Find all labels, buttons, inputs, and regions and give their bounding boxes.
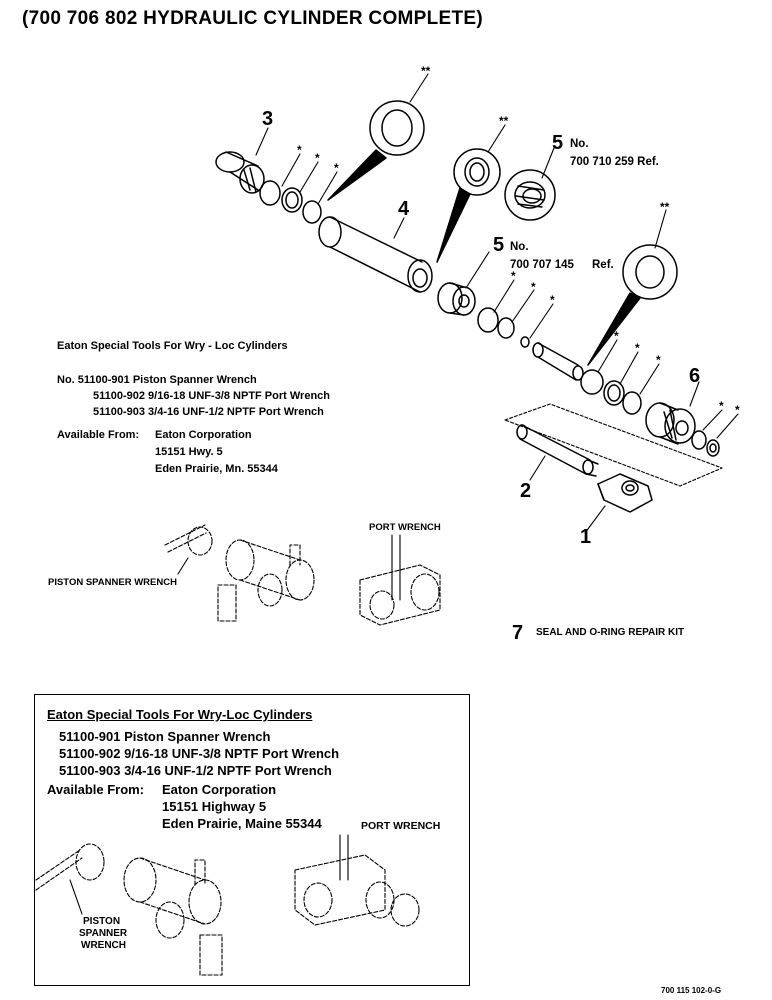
spanner-leader <box>177 557 189 575</box>
gland-assembly-ref-drawing <box>504 169 556 221</box>
part-5-gland <box>437 282 476 316</box>
upper-available-label: Available From: <box>57 429 140 441</box>
kit-outline <box>504 403 723 487</box>
seal-ring <box>285 191 299 209</box>
short-rod <box>532 342 584 381</box>
upper-tool-line-1: No. 51100-901 Piston Spanner Wrench <box>57 374 257 386</box>
callout-5-middle: 5 <box>493 234 505 256</box>
callout-1: 1 <box>580 526 592 548</box>
part-2-rod <box>516 424 599 477</box>
small-o-ring <box>520 336 530 348</box>
upper-port-wrench-label: PORT WRENCH <box>369 522 441 533</box>
upper-address-line-1: Eaton Corporation <box>155 429 252 441</box>
figure-code: 700 115 102-0-G <box>661 986 722 995</box>
double-asterisk: ** <box>421 64 431 78</box>
part-3-gland <box>215 151 265 194</box>
part-6-piston <box>645 402 696 445</box>
ref-5-top-number: 700 710 259 Ref. <box>570 156 659 168</box>
callout-5-top: 5 <box>552 132 564 154</box>
backup-ring <box>709 443 717 453</box>
asterisk: * <box>531 280 536 294</box>
box-address-line-3: Eden Prairie, Maine 55344 <box>162 816 322 831</box>
asterisk: * <box>656 353 661 367</box>
kit-label: SEAL AND O-RING REPAIR KIT <box>536 627 685 638</box>
part-4-barrel <box>318 216 433 293</box>
callout-4: 4 <box>398 198 410 220</box>
callout-7: 7 <box>512 622 524 644</box>
lower-port-wrench-sketch <box>294 834 420 927</box>
box-address-line-2: 15151 Highway 5 <box>162 799 267 814</box>
box-tool-line-2: 51100-902 9/16-18 UNF-3/8 NPTF Port Wren… <box>59 746 340 761</box>
lower-spanner-leader <box>69 879 83 915</box>
upper-spanner-wrench-sketch <box>164 524 315 622</box>
backup-ring <box>706 439 720 457</box>
box-tool-line-3: 51100-903 3/4-16 UNF-1/2 NPTF Port Wrenc… <box>59 763 332 778</box>
box-piston-label: PISTON <box>83 916 121 927</box>
double-asterisk: ** <box>499 114 509 128</box>
asterisk: * <box>635 341 640 355</box>
box-tool-line-1: 51100-901 Piston Spanner Wrench <box>59 729 271 744</box>
box-port-wrench-label: PORT WRENCH <box>361 820 441 832</box>
asterisk: * <box>297 143 302 157</box>
callout-6: 6 <box>689 365 701 387</box>
upper-address-line-3: Eden Prairie, Mn. 55344 <box>155 463 278 475</box>
ref-5-middle-no: No. <box>510 241 529 253</box>
ref-5-middle-number: 700 707 145 <box>510 259 574 271</box>
ref-5-middle-ref: Ref. <box>592 259 614 271</box>
detail-bubble-piston-seal <box>587 244 678 366</box>
box-spanner-label: SPANNER <box>79 928 128 939</box>
upper-port-wrench-sketch <box>359 534 441 626</box>
seal-ring <box>477 307 499 333</box>
part-1-clevis <box>597 473 653 513</box>
detail-bubble-barrel-seal <box>327 100 425 201</box>
box-tools-heading: Eaton Special Tools For Wry-Loc Cylinder… <box>47 707 313 722</box>
special-tools-box: Eaton Special Tools For Wry-Loc Cylinder… <box>34 694 470 986</box>
double-asterisk: ** <box>660 200 670 214</box>
upper-tool-line-2: 51100-902 9/16-18 UNF-3/8 NPTF Port Wren… <box>93 390 331 402</box>
box-available-label: Available From: <box>47 782 145 797</box>
page-title: (700 706 802 HYDRAULIC CYLINDER COMPLETE… <box>22 8 484 29</box>
asterisk: * <box>735 403 740 417</box>
o-ring <box>622 391 642 415</box>
leader-lines <box>255 73 739 534</box>
asterisk: * <box>315 151 320 165</box>
seal-ring <box>259 180 281 206</box>
backup-ring <box>691 430 707 450</box>
callout-3: 3 <box>262 108 274 130</box>
box-address-line-1: Eaton Corporation <box>162 782 277 797</box>
seal-ring <box>580 369 604 395</box>
seal-ring <box>603 380 625 406</box>
upper-tools-heading: Eaton Special Tools For Wry - Loc Cylind… <box>57 340 288 352</box>
detail-bubble-gland-seal <box>436 148 501 263</box>
upper-spanner-wrench-label: PISTON SPANNER WRENCH <box>48 577 177 588</box>
o-ring <box>497 317 515 339</box>
upper-tool-line-3: 51100-903 3/4-16 UNF-1/2 NPTF Port Wrenc… <box>93 406 324 418</box>
seal-ring <box>607 384 621 402</box>
upper-address-line-2: 15151 Hwy. 5 <box>155 446 223 458</box>
lower-spanner-wrench-sketch <box>35 843 223 976</box>
box-wrench-label: WRENCH <box>81 940 126 951</box>
asterisk: * <box>511 269 516 283</box>
o-ring <box>302 200 322 224</box>
seal-ring <box>281 187 303 213</box>
asterisk: * <box>719 399 724 413</box>
asterisk: * <box>334 161 339 175</box>
callout-2: 2 <box>520 480 532 502</box>
ref-5-top-no: No. <box>570 138 589 150</box>
asterisk: * <box>550 293 555 307</box>
asterisk: * <box>614 329 619 343</box>
